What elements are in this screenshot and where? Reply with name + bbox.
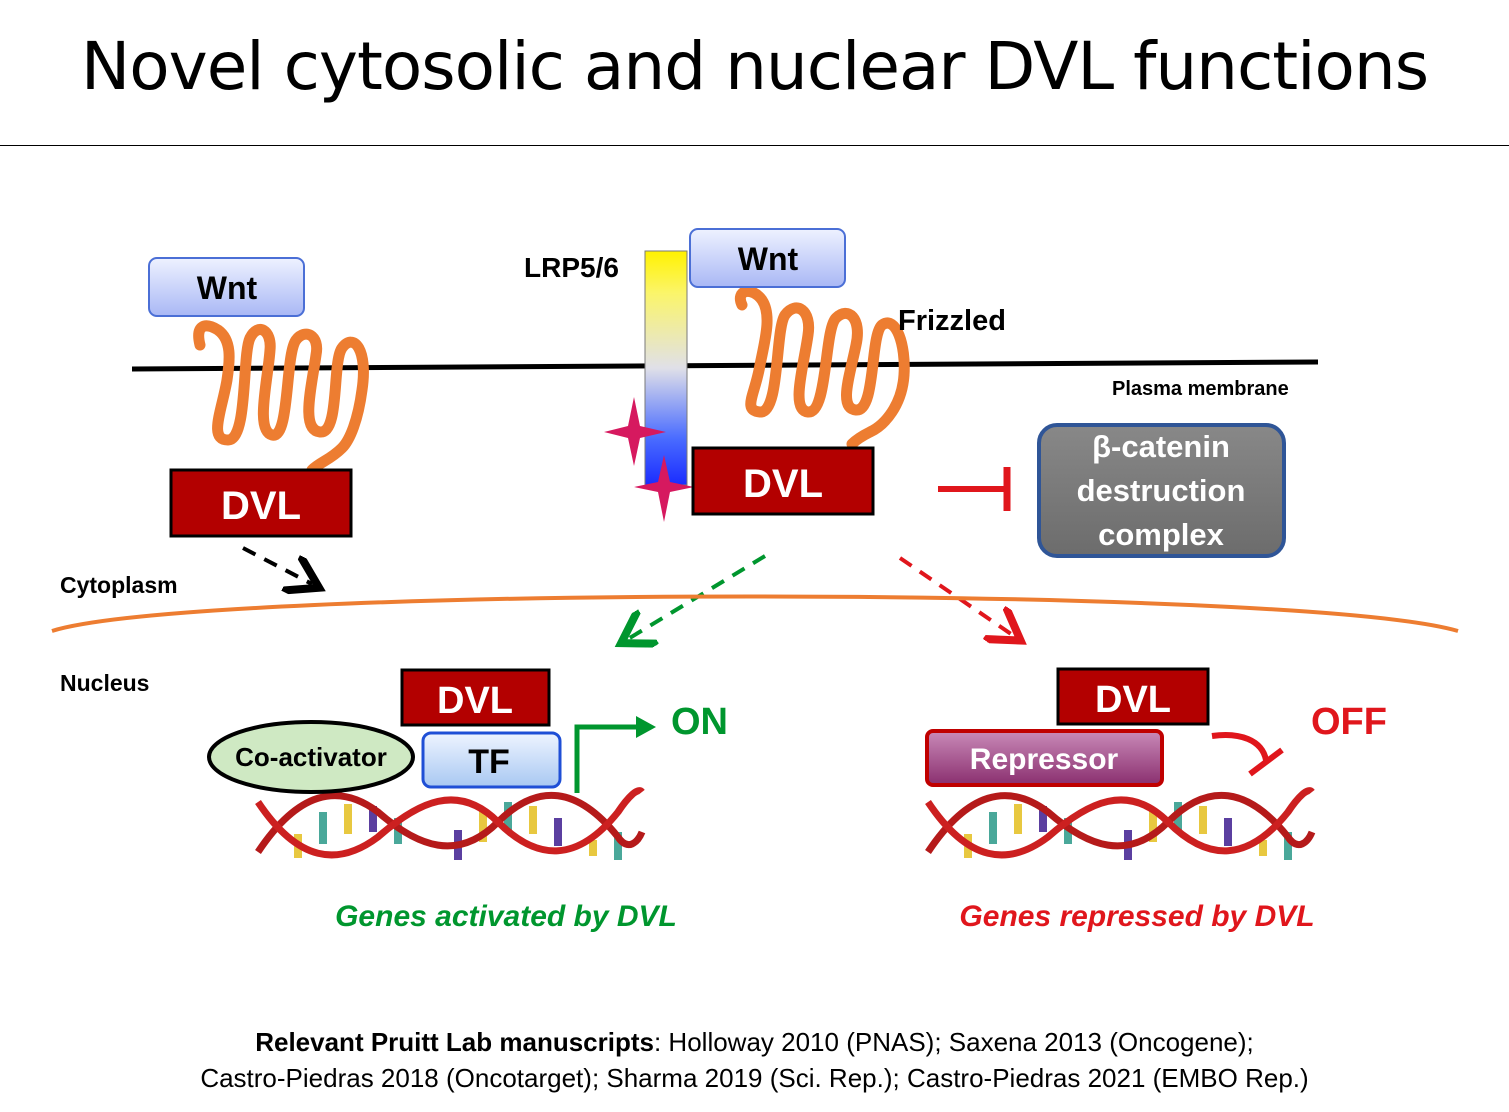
references: Relevant Pruitt Lab manuscripts: Hollowa… [0, 1024, 1509, 1096]
nucleus-label: Nucleus [60, 670, 149, 696]
references-heading: Relevant Pruitt Lab manuscripts [255, 1027, 654, 1057]
dvl-label-nuclear-left: DVL [437, 680, 513, 722]
wnt-box-right [689, 228, 846, 288]
plasma-membrane-label: Plasma membrane [1112, 378, 1289, 400]
coactivator-label: Co-activator [235, 742, 387, 772]
tf-box [421, 731, 562, 789]
on-label: ON [671, 701, 728, 743]
repression-bar [1248, 747, 1284, 777]
dvl-box-left [169, 468, 353, 538]
references-line-2: Castro-Piedras 2018 (Oncotarget); Sharma… [200, 1063, 1309, 1093]
references-line-1: Relevant Pruitt Lab manuscripts: Hollowa… [0, 1024, 1509, 1060]
destruction-line2: destruction [1077, 473, 1246, 508]
genes-activated-caption: Genes activated by DVL [335, 900, 677, 933]
dvl-box-nuclear-left [400, 668, 551, 727]
repressor-box [925, 729, 1164, 787]
destruction-line3: complex [1098, 517, 1225, 552]
phospho-star-lower [634, 455, 694, 522]
lrp-receptor-bar [644, 250, 688, 486]
wnt-label-right: Wnt [738, 241, 799, 277]
translocation-arrow-left [242, 546, 312, 584]
cytoplasm-label: Cytoplasm [60, 572, 178, 598]
phospho-star-upper [604, 397, 666, 466]
destruction-line1: β-catenin [1092, 429, 1230, 464]
wnt-box-left [148, 257, 305, 317]
transcription-start-arrow [574, 724, 643, 793]
dvl-label-center: DVL [743, 462, 823, 506]
slide-title: Novel cytosolic and nuclear DVL function… [80, 28, 1429, 105]
tf-label: TF [468, 743, 510, 781]
coactivator-ellipse [207, 720, 415, 794]
repression-curve [1211, 732, 1269, 761]
dna-helix-repressed [928, 791, 1312, 860]
frizzled-receptor-right [734, 285, 910, 450]
wnt-label-left: Wnt [197, 270, 258, 306]
dvl-box-center [691, 446, 875, 516]
nuclear-envelope [51, 594, 1459, 633]
frizzled-receptor-left [193, 320, 369, 476]
dvl-label-left: DVL [221, 484, 301, 528]
dvl-box-nuclear-right [1056, 667, 1210, 726]
repressor-label: Repressor [970, 743, 1119, 776]
transcription-arrowhead [636, 716, 656, 738]
plasma-membrane-line [131, 359, 1319, 372]
title-divider [0, 145, 1509, 146]
dna-helix-activated [258, 791, 642, 860]
genes-repressed-caption: Genes repressed by DVL [959, 900, 1314, 933]
frizzled-label: Frizzled [898, 305, 1006, 337]
dvl-label-nuclear-right: DVL [1095, 679, 1171, 721]
off-label: OFF [1311, 701, 1387, 743]
lrp-label: LRP5/6 [524, 252, 619, 283]
destruction-complex-box [1037, 423, 1286, 558]
references-line1-text: : Holloway 2010 (PNAS); Saxena 2013 (Onc… [653, 1027, 1254, 1057]
